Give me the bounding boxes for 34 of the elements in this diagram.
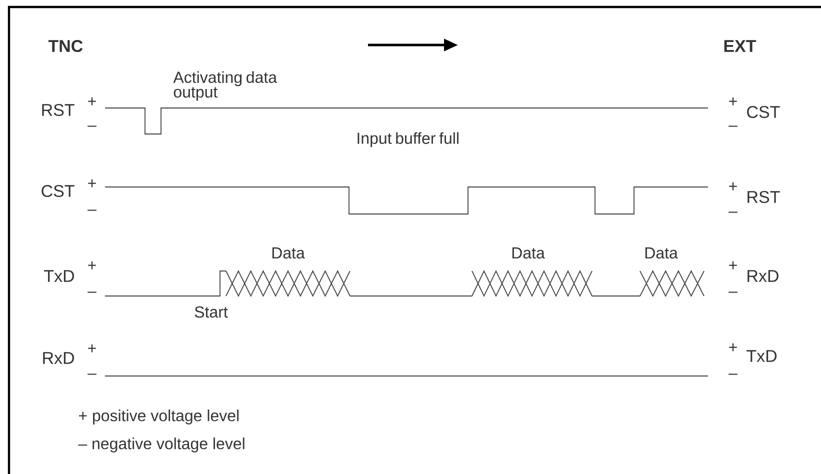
level-sign: + bbox=[88, 179, 96, 188]
annotation: Start bbox=[194, 306, 228, 318]
level-sign: – bbox=[728, 374, 738, 375]
annotation: – negative voltage level bbox=[78, 438, 244, 452]
annotation: Data bbox=[645, 247, 678, 259]
side-heading: EXT bbox=[724, 40, 756, 52]
level-sign: + bbox=[88, 261, 96, 270]
signal-name: CST bbox=[42, 184, 74, 198]
annotation: Activating data output bbox=[173, 71, 278, 101]
level-sign: – bbox=[88, 126, 96, 127]
level-sign: + bbox=[729, 97, 737, 106]
level-sign: + bbox=[729, 182, 737, 190]
level-sign: + bbox=[88, 344, 96, 352]
signal-name: RxD bbox=[748, 270, 778, 282]
signal-name: CST bbox=[747, 106, 780, 118]
level-sign: + bbox=[729, 261, 737, 270]
level-sign: – bbox=[728, 292, 738, 293]
signal-name: TxD bbox=[746, 350, 777, 362]
level-sign: – bbox=[88, 210, 96, 211]
level-sign: – bbox=[728, 212, 738, 213]
level-sign: – bbox=[88, 292, 96, 293]
annotation: Input buffer full bbox=[358, 132, 458, 148]
signal-name: TxD bbox=[44, 270, 74, 282]
side-heading: TNC bbox=[48, 40, 83, 52]
signal-name: RST bbox=[42, 104, 74, 116]
level-sign: + bbox=[88, 97, 96, 106]
annotation: + positive voltage level bbox=[78, 410, 239, 424]
annotation: Data bbox=[272, 247, 305, 259]
signal-name: RST bbox=[748, 190, 780, 204]
signal-name: RxD bbox=[43, 352, 74, 364]
level-sign: – bbox=[728, 126, 738, 127]
level-sign: – bbox=[88, 374, 96, 375]
level-sign: + bbox=[729, 343, 737, 352]
annotation: Data bbox=[512, 247, 545, 259]
